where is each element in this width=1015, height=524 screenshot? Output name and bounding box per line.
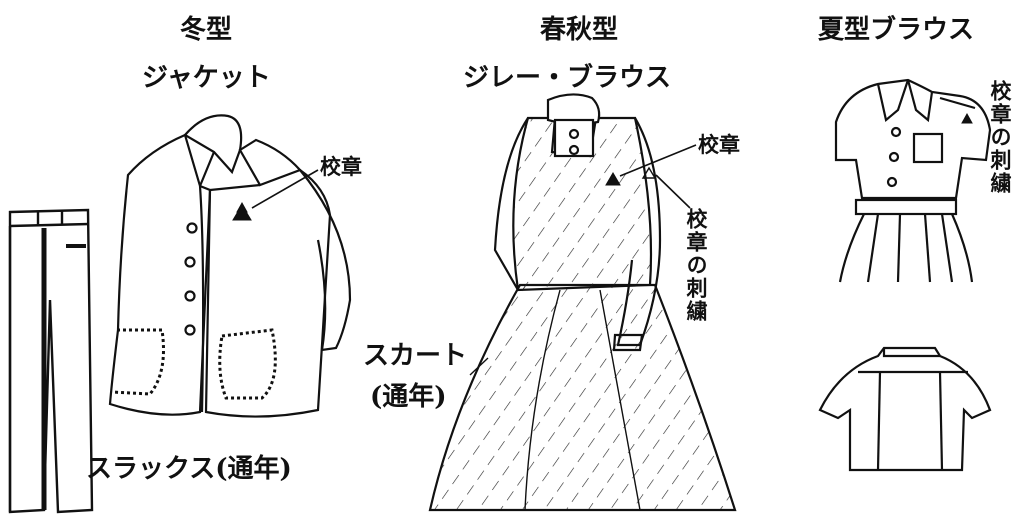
subtitle-jacket: ジャケット <box>142 63 271 93</box>
label-embroidery-summer: 校章の刺繍 <box>988 80 1013 195</box>
vest-skirt-drawing <box>428 93 737 512</box>
label-slacks: スラックス(通年) <box>86 454 292 484</box>
slacks-drawing <box>8 208 94 514</box>
title-summer-blouse: 夏型ブラウス <box>818 15 975 45</box>
jacket-drawing <box>108 114 352 418</box>
label-badge-jacket: 校章 <box>320 154 362 179</box>
summer-blouse-back-drawing <box>818 346 992 472</box>
label-skirt-year-round: (通年) <box>370 382 447 412</box>
title-spring-autumn: 春秋型 <box>540 15 619 45</box>
label-skirt: スカート <box>363 341 468 371</box>
subtitle-vest-blouse: ジレー・ブラウス <box>463 63 672 93</box>
label-badge-vest: 校章 <box>698 132 740 157</box>
label-embroidery-sleeve: 校章の刺繍 <box>684 208 709 323</box>
summer-blouse-front-drawing <box>834 78 992 283</box>
title-winter: 冬型 <box>180 15 233 45</box>
